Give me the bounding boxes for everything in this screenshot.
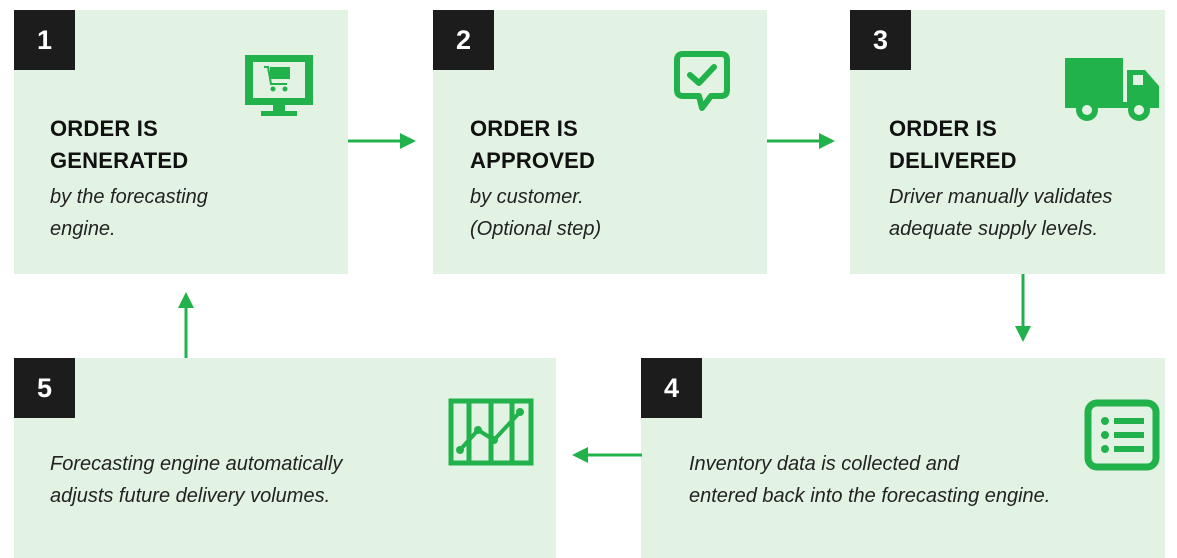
step-3-title-line2: DELIVERED xyxy=(889,148,1017,173)
step-1-number: 1 xyxy=(14,10,75,70)
step-2-title-line2: APPROVED xyxy=(470,148,596,173)
arrow-step5-to-step1 xyxy=(178,292,194,358)
arrow-step1-to-step2 xyxy=(348,133,416,149)
step-4-number: 4 xyxy=(641,358,702,418)
arrow-step2-to-step3 xyxy=(767,133,835,149)
step-1-title-line1: ORDER IS xyxy=(50,116,158,141)
step-3-title: ORDER IS DELIVERED xyxy=(889,113,1017,177)
step-2-box: 2 ORDER IS APPROVED by customer. (Option… xyxy=(433,10,767,274)
step-2-desc-line1: by customer. xyxy=(470,186,584,208)
step-5-box: 5 Forecasting engine automatically adjus… xyxy=(14,358,556,558)
step-3-desc-line1: Driver manually validates xyxy=(889,186,1113,208)
step-3-desc-line2: adequate supply levels. xyxy=(889,218,1099,240)
step-5-number: 5 xyxy=(14,358,75,418)
step-3-box: 3 ORDER IS DELIVERED Driver manually val… xyxy=(850,10,1165,274)
step-4-box: 4 Inventory data is collected and entere… xyxy=(641,358,1165,558)
step-1-description: by the forecasting engine. xyxy=(50,181,208,245)
step-1-desc-line1: by the forecasting xyxy=(50,186,208,208)
shopping-cart-monitor-icon xyxy=(243,53,315,124)
step-4-description: Inventory data is collected and entered … xyxy=(689,448,1050,512)
list-document-icon xyxy=(1084,399,1160,476)
step-3-description: Driver manually validates adequate suppl… xyxy=(889,181,1112,245)
step-4-desc-line2: entered back into the forecasting engine… xyxy=(689,485,1051,507)
step-3-number: 3 xyxy=(850,10,911,70)
checkmark-speech-bubble-icon xyxy=(673,50,731,119)
step-4-desc-line1: Inventory data is collected and xyxy=(689,453,960,475)
step-2-title: ORDER IS APPROVED xyxy=(470,113,595,177)
line-chart-icon xyxy=(448,398,534,471)
arrow-step3-to-step4 xyxy=(1015,274,1031,342)
step-1-title: ORDER IS GENERATED xyxy=(50,113,188,177)
step-1-title-line2: GENERATED xyxy=(50,148,189,173)
step-3-title-line1: ORDER IS xyxy=(889,116,997,141)
step-1-box: 1 ORDER IS GENERATED by the forecasting … xyxy=(14,10,348,274)
step-5-desc-line2: adjusts future delivery volumes. xyxy=(50,485,331,507)
step-2-number: 2 xyxy=(433,10,494,70)
step-2-title-line1: ORDER IS xyxy=(470,116,578,141)
step-1-desc-line2: engine. xyxy=(50,218,116,240)
delivery-truck-icon xyxy=(1065,58,1161,129)
arrow-step4-to-step5 xyxy=(572,447,642,463)
step-2-desc-line2: (Optional step) xyxy=(470,218,602,240)
step-5-description: Forecasting engine automatically adjusts… xyxy=(50,448,342,512)
step-5-desc-line1: Forecasting engine automatically xyxy=(50,453,343,475)
step-2-description: by customer. (Optional step) xyxy=(470,181,601,245)
